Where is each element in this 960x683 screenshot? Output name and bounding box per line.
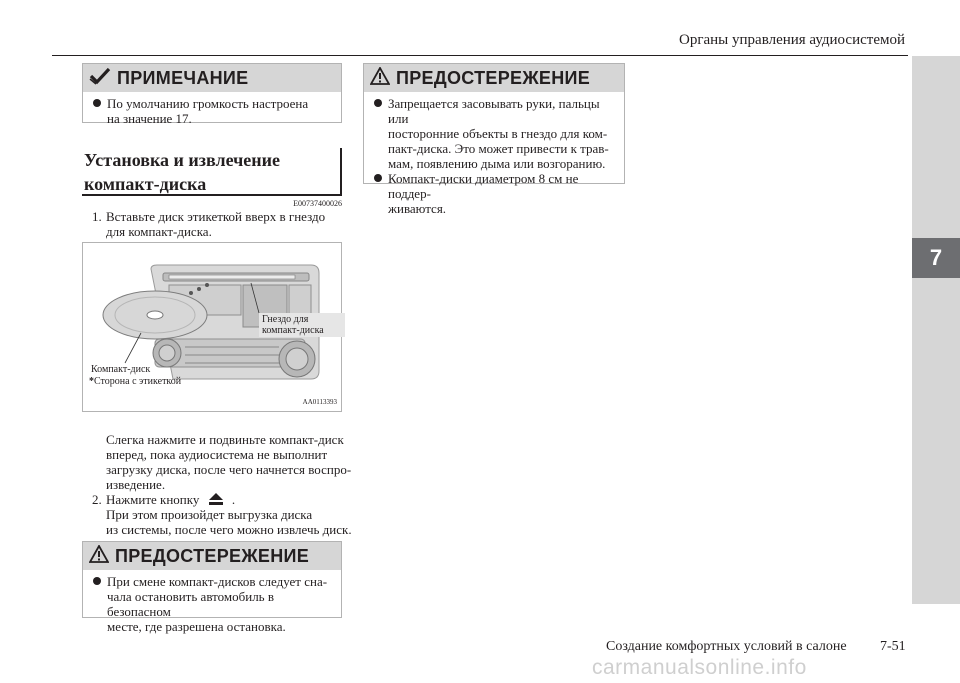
warning-line: При смене компакт-дисков следует сна- bbox=[107, 574, 328, 589]
step-1-number: 1. bbox=[92, 209, 102, 224]
chapter-badge: 7 bbox=[912, 238, 960, 278]
paragraph-line: изведение. bbox=[106, 477, 166, 492]
disc-label: Компакт-диск bbox=[91, 364, 151, 375]
slot-label-line: компакт-диска bbox=[262, 325, 324, 336]
paragraph-line: загрузку диска, после чего начнется восп… bbox=[106, 462, 352, 477]
header-rule bbox=[52, 55, 908, 56]
warning-heading-text: ПРЕДОСТЕРЕЖЕНИЕ bbox=[115, 545, 310, 566]
bullet-icon bbox=[93, 577, 101, 585]
section-heading: Установка и извлечение компакт-диска bbox=[82, 148, 342, 196]
warning-heading: ПРЕДОСТЕРЕЖЕНИЕ bbox=[83, 542, 341, 570]
page-header-title: Органы управления аудиосистемой bbox=[679, 32, 905, 48]
slot-label: Гнездо для компакт-диска bbox=[259, 313, 345, 337]
bullet-icon bbox=[374, 174, 382, 182]
step-1-line: для компакт-диска. bbox=[106, 224, 212, 239]
label-side-caption: *Сторона с этикеткой bbox=[89, 376, 181, 387]
label-side-text: Сторона с этикеткой bbox=[94, 376, 182, 387]
paragraph-line: вперед, пока аудиосистема не выполнит bbox=[106, 447, 328, 462]
slot-label-line: Гнездо для bbox=[262, 314, 309, 325]
warning-line: посторонние объекты в гнездо для ком- bbox=[388, 126, 608, 141]
warning-item: Компакт-диски диаметром 8 см не поддер- … bbox=[372, 171, 616, 216]
section-code: E00737400026 bbox=[293, 199, 342, 208]
step-2-text: Нажмите кнопку bbox=[106, 492, 200, 507]
warning-triangle-icon bbox=[83, 543, 115, 568]
section-title-line: Установка и извлечение bbox=[84, 150, 281, 170]
step-2-line: из системы, после чего можно извлечь дис… bbox=[106, 522, 352, 537]
warning-line: пакт-диска. Это может привести к трав- bbox=[388, 141, 609, 156]
footer-page-number: 7-51 bbox=[880, 639, 906, 654]
instruction-paragraph: Слегка нажмите и подвиньте компакт-диск … bbox=[106, 432, 351, 492]
paragraph-line: Слегка нажмите и подвиньте компакт-диск bbox=[106, 432, 344, 447]
warning-heading: ПРЕДОСТЕРЕЖЕНИЕ bbox=[364, 64, 624, 92]
bullet-icon bbox=[93, 99, 101, 107]
checkmark-icon bbox=[83, 67, 117, 90]
warning-line: месте, где разрешена остановка. bbox=[107, 619, 286, 634]
warning-line: Компакт-диски диаметром 8 см не поддер- bbox=[388, 171, 579, 201]
warning-item: При смене компакт-дисков следует сна- ча… bbox=[91, 574, 333, 634]
note-line: По умолчанию громкость настроена bbox=[107, 96, 309, 111]
bullet-icon bbox=[374, 99, 382, 107]
step-2-line: При этом произойдет выгрузка диска bbox=[106, 507, 313, 522]
asterisk-mark: * bbox=[89, 376, 94, 387]
warning-box-top: ПРЕДОСТЕРЕЖЕНИЕ Запрещается засовывать р… bbox=[363, 63, 625, 216]
warning-triangle-icon bbox=[364, 65, 396, 90]
cd-player-figure: Гнездо для компакт-диска Компакт-диск *С… bbox=[82, 242, 345, 412]
warning-item: Запрещается засовывать руки, пальцы или … bbox=[372, 96, 616, 171]
footer-section-title: Создание комфортных условий в салоне bbox=[606, 639, 847, 654]
note-heading-text: ПРИМЕЧАНИЕ bbox=[117, 67, 249, 88]
note-line: на значение 17. bbox=[107, 111, 192, 126]
figure-code: AA0113393 bbox=[302, 398, 337, 406]
step-2-line: Нажмите кнопку . bbox=[106, 492, 235, 507]
note-heading: ПРИМЕЧАНИЕ bbox=[83, 64, 341, 92]
note-box: ПРИМЕЧАНИЕ По умолчанию громкость настро… bbox=[82, 63, 342, 126]
side-tab bbox=[912, 56, 960, 604]
section-title-line: компакт-диска bbox=[84, 174, 207, 194]
warning-line: живаются. bbox=[388, 201, 447, 216]
watermark: carmanualsonline.info bbox=[592, 656, 807, 679]
warning-line: мам, появлению дыма или возгоранию. bbox=[388, 156, 606, 171]
eject-icon bbox=[208, 493, 223, 505]
step-1-line: Вставьте диск этикеткой вверх в гнездо bbox=[106, 209, 326, 224]
warning-box-bottom: ПРЕДОСТЕРЕЖЕНИЕ При смене компакт-дисков… bbox=[82, 541, 342, 634]
note-item: По умолчанию громкость настроена на знач… bbox=[91, 96, 333, 126]
step-2-end: . bbox=[231, 492, 236, 507]
warning-line: Запрещается засовывать руки, пальцы или bbox=[388, 96, 600, 126]
warning-heading-text: ПРЕДОСТЕРЕЖЕНИЕ bbox=[396, 67, 591, 88]
warning-line: чала остановить автомобиль в безопасном bbox=[107, 589, 274, 619]
step-2-number: 2. bbox=[92, 492, 102, 507]
